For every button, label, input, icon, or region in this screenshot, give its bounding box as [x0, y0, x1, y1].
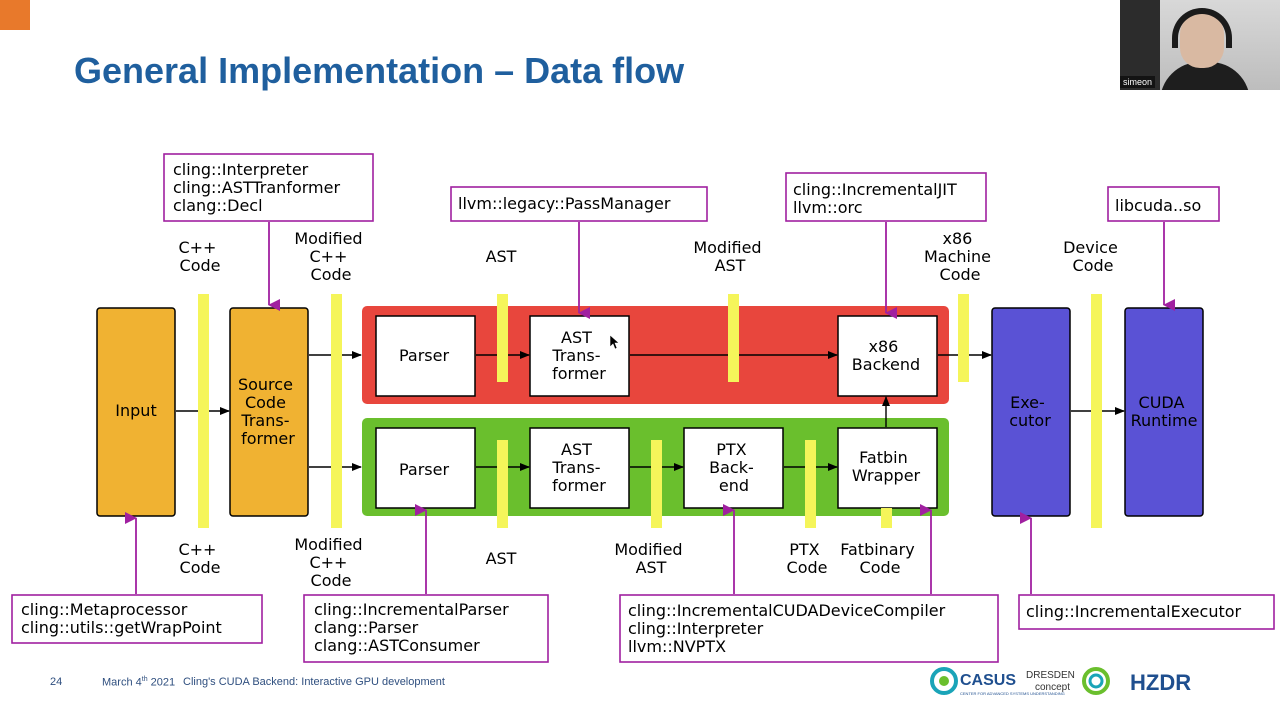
cuda-runtime-label: CUDA Runtime [1131, 393, 1198, 430]
footer-title: Cling's CUDA Backend: Interactive GPU de… [183, 676, 445, 688]
parser-bottom-label: Parser [399, 460, 449, 479]
footer-date: March 4th 2021 [102, 676, 176, 689]
api-box-pass-manager [450, 186, 708, 222]
api-incremental-executor-text: cling::IncrementalExecutor [1026, 602, 1242, 621]
data-bar-modified-cpp-code [331, 294, 342, 528]
background-shelf [1120, 0, 1160, 90]
api-libcuda-text: libcuda..so [1115, 196, 1201, 215]
svg-text:concept: concept [1035, 682, 1070, 693]
label-bottom-modified-ast: Modified AST [614, 540, 687, 577]
data-bar-device-code [1091, 294, 1102, 528]
api-incremental-jit-text: cling::IncrementalJIT llvm::orc [793, 180, 962, 217]
parser-top-label: Parser [399, 346, 449, 365]
label-top-ast: AST [486, 247, 517, 266]
data-bar-cpp-code [198, 294, 209, 528]
webcam-video-tile: simeon [1120, 0, 1280, 90]
participant-name: simeon [1120, 76, 1156, 88]
input-label: Input [115, 401, 156, 420]
label-top-x86-machine-code: x86 Machine Code [924, 229, 996, 284]
label-bottom-modified-cpp-code: Modified C++ Code [294, 535, 367, 590]
x86-backend-block [837, 315, 938, 397]
svg-text:DRESDEN: DRESDEN [1026, 670, 1075, 681]
ast-transformer-bottom-block [529, 427, 630, 509]
svg-text:CENTER FOR ADVANCED SYSTEMS UN: CENTER FOR ADVANCED SYSTEMS UNDERSTANDIN… [960, 691, 1065, 696]
source-code-transformer-label: Source Code Trans- former [238, 375, 298, 448]
api-box-incremental-executor [1018, 594, 1275, 630]
api-box-incremental-jit [785, 172, 987, 222]
api-incremental-parser-text: cling::IncrementalParser clang::Parser c… [314, 600, 514, 655]
ptx-backend-label: PTX Back- end [709, 440, 759, 495]
fatbin-wrapper-label: Fatbin Wrapper [852, 448, 921, 485]
corner-accent [0, 0, 30, 30]
label-bottom-ptx-code: PTX Code [787, 540, 828, 577]
page-number: 24 [50, 676, 63, 688]
label-top-cpp-code: C++ Code [178, 238, 221, 275]
api-cuda-device-compiler-text: cling::IncrementalCUDADeviceCompiler cli… [628, 601, 950, 656]
ast-transformer-top-label: AST Trans- former [551, 328, 606, 383]
casus-logo: CASUS CENTER FOR ADVANCED SYSTEMS UNDERS… [930, 667, 1065, 696]
mouse-cursor-icon [609, 334, 620, 350]
api-box-cuda-device-compiler [619, 594, 999, 663]
svg-text:HZDR: HZDR [1130, 670, 1191, 695]
label-bottom-cpp-code: C++ Code [178, 540, 221, 577]
label-top-device-code: Device Code [1063, 238, 1123, 275]
executor-label: Exe- cutor [1009, 393, 1051, 430]
slide-title: General Implementation – Data flow [74, 50, 685, 91]
svg-text:CASUS: CASUS [960, 672, 1016, 689]
hzdr-logo: HZDR [1130, 670, 1191, 695]
headphones-icon [1172, 8, 1232, 48]
label-bottom-fatbinary-code: Fatbinary Code [840, 540, 920, 577]
ptx-backend-block [683, 427, 784, 509]
data-bar-ast-top [497, 294, 508, 382]
api-box-incremental-parser [303, 594, 549, 663]
dresden-concept-logo: DRESDEN concept [1026, 667, 1110, 695]
api-interpreter-text: cling::Interpreter cling::ASTTranformer … [173, 160, 345, 215]
data-bar-x86-machine-code [958, 294, 969, 382]
label-top-modified-ast: Modified AST [693, 238, 766, 275]
ast-transformer-top-block [529, 315, 630, 397]
api-box-metaprocessor [11, 594, 263, 644]
label-bottom-ast: AST [486, 549, 517, 568]
label-top-modified-cpp-code: Modified C++ Code [294, 229, 367, 284]
ast-transformer-bottom-label: AST Trans- former [551, 440, 606, 495]
data-bar-ptx-code [805, 440, 816, 528]
data-bar-modified-ast-bottom [651, 440, 662, 528]
parser-top-block [375, 315, 476, 397]
data-bar-ast-bottom [497, 440, 508, 528]
fatbin-wrapper-block [837, 427, 938, 509]
api-pass-manager-text: llvm::legacy::PassManager [458, 194, 671, 213]
parser-bottom-block [375, 427, 476, 509]
api-box-libcuda [1107, 186, 1220, 222]
x86-backend-label: x86 Backend [852, 337, 920, 374]
data-bar-modified-ast-top [728, 294, 739, 382]
api-metaprocessor-text: cling::Metaprocessor cling::utils::getWr… [21, 600, 222, 637]
data-bar-fatbinary-code [881, 508, 892, 528]
api-box-interpreter [163, 153, 374, 222]
